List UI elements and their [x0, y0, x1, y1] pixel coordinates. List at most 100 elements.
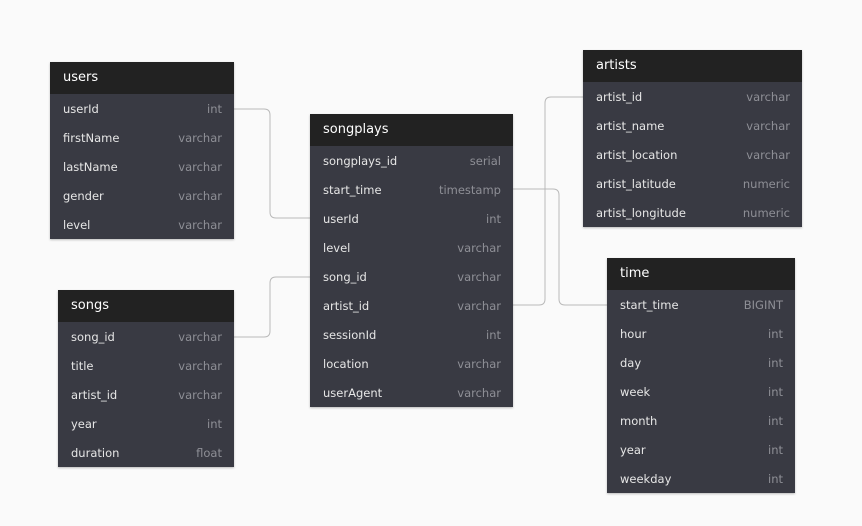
column-type: varchar — [457, 298, 501, 313]
link-songs-songplays — [234, 276, 310, 338]
column-name: level — [323, 240, 351, 255]
table-artists-title[interactable]: artists — [583, 50, 802, 82]
column-type: int — [207, 101, 222, 116]
table-songs[interactable]: songs song_id varchar title varchar arti… — [58, 290, 234, 467]
column-name: artist_id — [71, 387, 118, 402]
column-name: artist_id — [596, 89, 643, 104]
table-row[interactable]: week int — [607, 377, 795, 406]
column-name: weekday — [620, 471, 672, 486]
column-name: artist_location — [596, 147, 678, 162]
column-type: float — [196, 445, 222, 460]
table-row[interactable]: userId int — [310, 204, 513, 233]
column-type: varchar — [746, 89, 790, 104]
table-row[interactable]: level varchar — [50, 210, 234, 239]
table-row[interactable]: userAgent varchar — [310, 378, 513, 407]
table-row[interactable]: month int — [607, 406, 795, 435]
table-row[interactable]: artist_latitude numeric — [583, 169, 802, 198]
table-row[interactable]: artist_id varchar — [583, 82, 802, 111]
table-row[interactable]: start_time BIGINT — [607, 290, 795, 319]
column-type: timestamp — [438, 182, 501, 197]
table-row[interactable]: song_id varchar — [310, 262, 513, 291]
table-songplays-title[interactable]: songplays — [310, 114, 513, 146]
table-row[interactable]: artist_location varchar — [583, 140, 802, 169]
column-type: int — [486, 327, 501, 342]
column-name: hour — [620, 326, 647, 341]
table-artists[interactable]: artists artist_id varchar artist_name va… — [583, 50, 802, 227]
table-row[interactable]: songplays_id serial — [310, 146, 513, 175]
column-type: int — [768, 355, 783, 370]
table-row[interactable]: start_time timestamp — [310, 175, 513, 204]
column-type: BIGINT — [743, 297, 783, 312]
table-time-title[interactable]: time — [607, 258, 795, 290]
column-type: varchar — [178, 217, 222, 232]
column-name: song_id — [71, 329, 115, 344]
table-row[interactable]: level varchar — [310, 233, 513, 262]
column-name: artist_name — [596, 118, 665, 133]
column-name: song_id — [323, 269, 367, 284]
table-row[interactable]: weekday int — [607, 464, 795, 493]
column-name: level — [63, 217, 91, 232]
column-type: varchar — [178, 358, 222, 373]
table-row[interactable]: userId int — [50, 94, 234, 123]
column-name: year — [620, 442, 646, 457]
column-name: artist_id — [323, 298, 370, 313]
table-time[interactable]: time start_time BIGINT hour int day int … — [607, 258, 795, 493]
column-name: start_time — [620, 297, 679, 312]
table-row[interactable]: location varchar — [310, 349, 513, 378]
column-name: songplays_id — [323, 153, 398, 168]
column-name: start_time — [323, 182, 382, 197]
table-row[interactable]: year int — [58, 409, 234, 438]
table-row[interactable]: hour int — [607, 319, 795, 348]
column-type: varchar — [457, 269, 501, 284]
table-row[interactable]: title varchar — [58, 351, 234, 380]
column-type: varchar — [457, 356, 501, 371]
column-type: serial — [469, 153, 501, 168]
table-row[interactable]: firstName varchar — [50, 123, 234, 152]
column-name: day — [620, 355, 642, 370]
table-row[interactable]: artist_id varchar — [310, 291, 513, 320]
column-name: userAgent — [323, 385, 383, 400]
column-name: firstName — [63, 130, 120, 145]
link-users-songplays — [234, 108, 310, 219]
table-row[interactable]: duration float — [58, 438, 234, 467]
column-type: int — [768, 442, 783, 457]
table-row[interactable]: artist_name varchar — [583, 111, 802, 140]
column-name: title — [71, 358, 94, 373]
column-type: int — [768, 413, 783, 428]
column-type: varchar — [457, 385, 501, 400]
column-type: numeric — [742, 176, 790, 191]
table-row[interactable]: artist_id varchar — [58, 380, 234, 409]
table-row[interactable]: lastName varchar — [50, 152, 234, 181]
table-users-title[interactable]: users — [50, 62, 234, 94]
column-name: month — [620, 413, 658, 428]
column-type: int — [486, 211, 501, 226]
column-type: numeric — [742, 205, 790, 220]
column-type: int — [207, 416, 222, 431]
column-type: varchar — [178, 387, 222, 402]
table-row[interactable]: year int — [607, 435, 795, 464]
table-row[interactable]: sessionId int — [310, 320, 513, 349]
table-row[interactable]: song_id varchar — [58, 322, 234, 351]
table-songplays[interactable]: songplays songplays_id serial start_time… — [310, 114, 513, 407]
column-name: lastName — [63, 159, 118, 174]
table-row[interactable]: gender varchar — [50, 181, 234, 210]
column-type: varchar — [178, 159, 222, 174]
table-row[interactable]: day int — [607, 348, 795, 377]
column-name: userId — [63, 101, 99, 116]
column-name: year — [71, 416, 97, 431]
table-users[interactable]: users userId int firstName varchar lastN… — [50, 62, 234, 239]
column-type: varchar — [457, 240, 501, 255]
column-type: int — [768, 326, 783, 341]
column-type: varchar — [746, 147, 790, 162]
table-row[interactable]: artist_longitude numeric — [583, 198, 802, 227]
column-name: gender — [63, 188, 104, 203]
column-type: varchar — [178, 130, 222, 145]
table-songs-title[interactable]: songs — [58, 290, 234, 322]
column-type: int — [768, 384, 783, 399]
column-name: userId — [323, 211, 359, 226]
column-type: varchar — [746, 118, 790, 133]
link-songplays-artists — [513, 96, 583, 306]
column-type: varchar — [178, 329, 222, 344]
column-type: varchar — [178, 188, 222, 203]
